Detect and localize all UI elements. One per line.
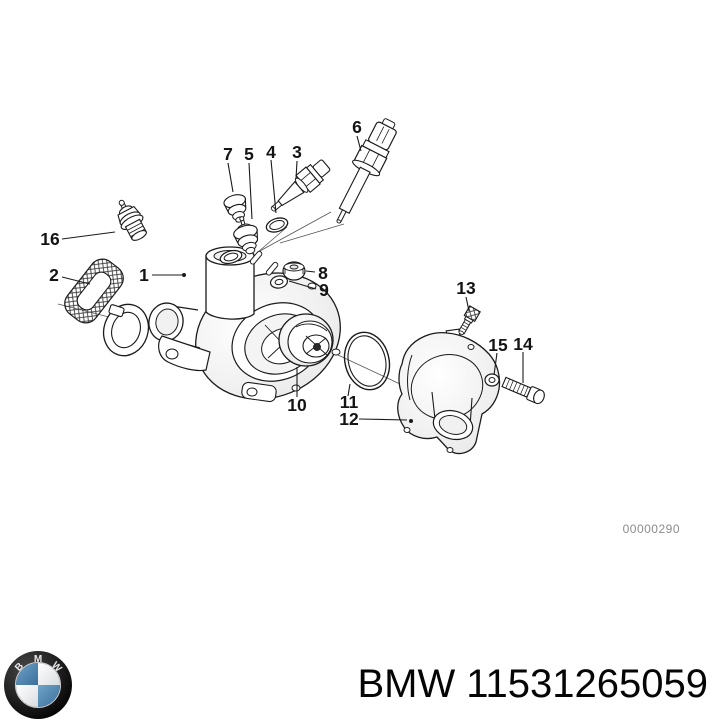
part-number: 11531265059 — [466, 662, 708, 706]
bmw-roundel-icon: B M W — [4, 651, 72, 719]
part-15-washer — [484, 373, 500, 387]
part-7-sensor — [223, 194, 247, 223]
part-10-thermostat — [278, 313, 334, 367]
part-label-4: 4 — [266, 142, 276, 162]
part-label-14: 14 — [513, 334, 533, 354]
part-13-screw — [458, 305, 481, 335]
part-label-5: 5 — [244, 144, 254, 164]
part-gasket — [64, 258, 124, 324]
part-16-sensor — [117, 199, 147, 241]
part-label-2: 2 — [49, 265, 59, 285]
part-label-11: 11 — [340, 392, 359, 412]
part-label-12: 12 — [339, 409, 359, 429]
brand-name: BMW — [357, 662, 456, 706]
part-11-oring — [343, 331, 391, 391]
part-label-3: 3 — [292, 142, 302, 162]
part-4-seal — [265, 217, 289, 233]
part-seal-ring — [219, 249, 243, 265]
logo-quadrants — [16, 663, 60, 707]
bmw-logo: B M W — [3, 650, 73, 720]
part-6-sensor — [336, 118, 397, 224]
part-label-8: 8 — [318, 263, 328, 283]
part-label-1: 1 — [139, 265, 149, 285]
leader-lines — [61, 135, 524, 421]
logo-letter-m: M — [34, 654, 42, 665]
part-9-washer — [269, 275, 289, 289]
part-14-bolt — [501, 376, 545, 405]
part-label-13: 13 — [456, 278, 476, 298]
part-3-sensor — [270, 159, 331, 212]
part-label-10: 10 — [287, 395, 307, 415]
part-label-9: 9 — [319, 280, 329, 300]
logo-silver-ring — [15, 662, 61, 708]
part-12-cover — [397, 328, 501, 455]
part-label-6: 6 — [352, 117, 362, 137]
leader-dot-1 — [182, 273, 186, 277]
part-5-sensor — [233, 216, 259, 255]
part-8-nut — [282, 261, 306, 281]
part-label-16: 16 — [40, 229, 60, 249]
part-label-15: 15 — [488, 335, 508, 355]
drawing-number: 00000290 — [623, 522, 680, 536]
part-hose-clamp — [102, 303, 150, 357]
exploded-parts-diagram: 16 2 1 7 5 4 3 6 8 9 13 15 14 10 11 12 0… — [40, 117, 680, 536]
part-label-7: 7 — [223, 144, 233, 164]
